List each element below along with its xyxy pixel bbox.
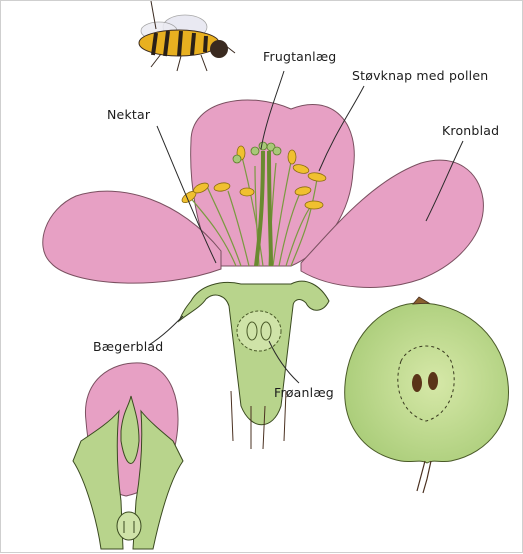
- label-baegerblad: Bægerblad: [93, 339, 163, 354]
- label-froanlaeg: Frøanlæg: [274, 385, 334, 400]
- apple-calyx: [413, 297, 429, 304]
- bud-sepal: [73, 411, 123, 549]
- apple-seed: [428, 372, 438, 390]
- label-frugtanlaeg: Frugtanlæg: [263, 49, 336, 64]
- ovary: [237, 311, 281, 351]
- bee: [139, 1, 235, 71]
- label-stovknap: Støvknap med pollen: [352, 68, 488, 83]
- anther: [240, 188, 254, 196]
- label-nektar: Nektar: [107, 107, 150, 122]
- apple-stem: [417, 461, 431, 493]
- anther: [305, 201, 323, 209]
- apple-section: [345, 297, 509, 493]
- apple-flesh: [345, 303, 509, 463]
- anther: [288, 150, 296, 164]
- bud-ovary: [117, 512, 141, 540]
- petal-left: [43, 191, 221, 283]
- flower-bud: [73, 363, 183, 549]
- apple-seed: [412, 374, 422, 392]
- label-kronblad: Kronblad: [442, 123, 499, 138]
- receptacle: [179, 281, 329, 425]
- bee-head: [210, 40, 228, 58]
